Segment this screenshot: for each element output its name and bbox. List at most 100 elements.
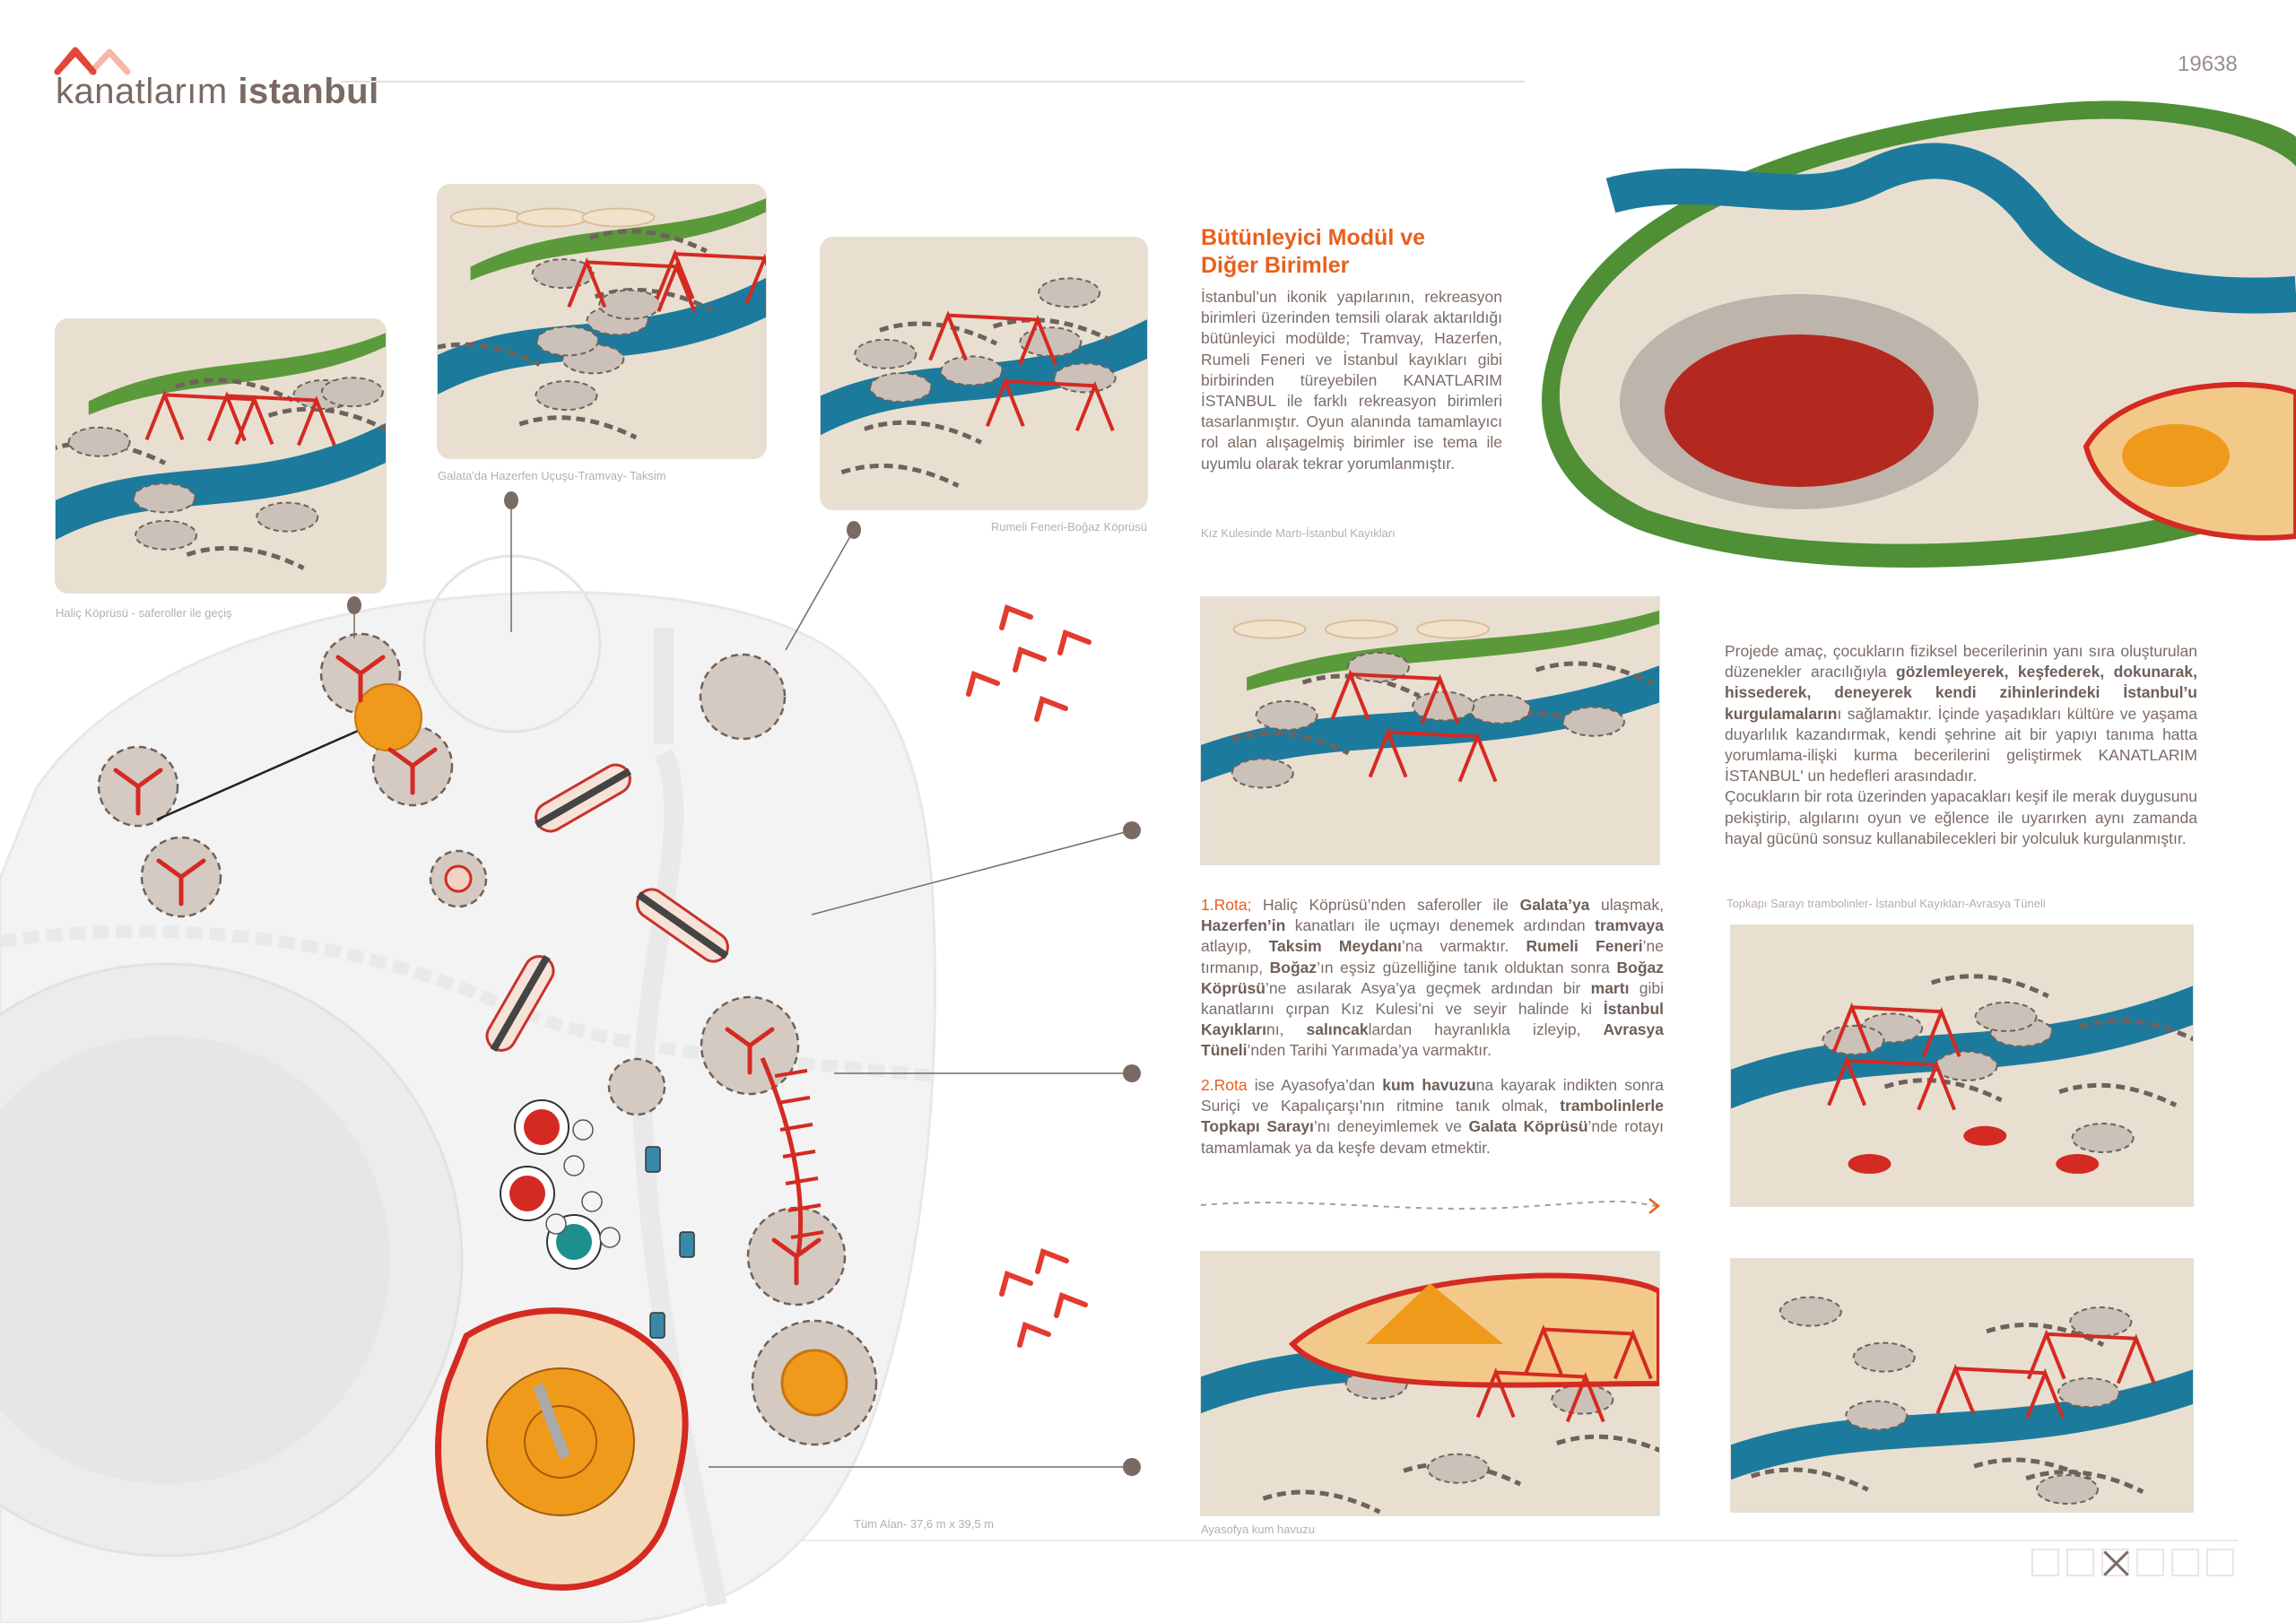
text-segment: ’na varmaktır.	[1401, 937, 1526, 956]
trampoline-ring	[514, 1099, 570, 1155]
play-unit-circle	[700, 995, 800, 1096]
sheet-box-4	[2136, 1549, 2164, 1576]
swing-leg	[156, 858, 184, 880]
emphasis-text: Rumeli Feneri	[1526, 937, 1643, 956]
kayik-boat	[636, 888, 729, 963]
sheet-box-6	[2206, 1549, 2234, 1576]
emphasis-text: Galata’ya	[1519, 896, 1590, 914]
emphasis-text: İstanbul Kayıkları	[1201, 1000, 1664, 1039]
leader-lines	[347, 491, 1141, 1476]
caption-area: Tüm Alan- 37,6 m x 39,5 m	[854, 1517, 995, 1531]
trampoline-ring	[546, 1214, 602, 1270]
shade-sail	[1416, 619, 1491, 639]
leader-dot-kiz-kulesi	[1123, 821, 1141, 839]
play-pad	[320, 377, 384, 408]
path-dashed	[1535, 661, 1654, 686]
text-segment: kanatları ile uçmayı denemek ardından	[1285, 916, 1596, 935]
path-dashed	[1231, 731, 1350, 756]
shade-sail	[1232, 619, 1307, 639]
plan-ground	[0, 554, 936, 1623]
text-segment: ise Ayasofya’dan	[1247, 1076, 1383, 1094]
swing-beam	[1495, 1370, 1586, 1379]
swing-frame-icon	[928, 310, 1057, 366]
swing-beam	[947, 313, 1039, 322]
trampoline-small	[572, 1119, 594, 1141]
logo-word-light: kanatlarım	[56, 72, 228, 111]
swing-leg	[747, 1027, 775, 1048]
swing-leg	[207, 391, 247, 442]
logo-word-bold: istanbul	[238, 72, 379, 111]
swing-beam	[587, 260, 677, 269]
emphasis-text: Boğaz Köprüsü	[1201, 958, 1664, 997]
play-pad	[854, 338, 918, 369]
path-dashed	[267, 406, 386, 431]
tramway-rung	[777, 1096, 811, 1105]
path-dashed	[1403, 1462, 1522, 1487]
path-dashed	[992, 317, 1111, 343]
swing-leg	[1368, 727, 1408, 778]
logo-wings-icon	[54, 47, 131, 75]
sheet-number: 19638	[2178, 52, 2238, 76]
play-pad	[2071, 1123, 2135, 1154]
swing-leg	[1018, 315, 1057, 366]
route1-paragraph: 1.Rota; Haliç Köprüsü’nden saferoller il…	[1201, 895, 1664, 1062]
play-unit-circle	[746, 1206, 847, 1306]
swing-beam	[674, 252, 765, 261]
play-pad	[531, 258, 595, 290]
emphasis-text: Galata Köprüsü	[1468, 1117, 1588, 1136]
text-segment: ulaşmak,	[1589, 896, 1664, 914]
play-pad	[535, 325, 599, 357]
sandbox	[435, 1307, 689, 1591]
swing-frame-icon	[387, 747, 438, 795]
tramway-rung	[782, 1150, 816, 1159]
section-title-line1: Bütünleyici Modül ve	[1201, 225, 1426, 250]
seagull-icon	[1054, 1292, 1088, 1318]
path-dashed	[1883, 1078, 2003, 1103]
shade-sail	[449, 207, 524, 228]
emphasis-text: Boğaz	[1269, 958, 1318, 976]
play-unit-circle	[699, 653, 787, 741]
play-pad	[598, 289, 662, 320]
swing-leg	[387, 747, 415, 768]
header-rule	[341, 81, 1525, 82]
sheet-box-1	[2031, 1549, 2059, 1576]
play-unit-circle	[751, 1319, 878, 1446]
swing-leg	[178, 858, 206, 880]
grass-strip	[88, 333, 386, 415]
route-arrow-icon	[1200, 1198, 1661, 1214]
render-rumeli-scene	[821, 238, 1147, 509]
swing-frame-icon	[335, 655, 386, 703]
caption-rumeli: Rumeli Feneri-Boğaz Köprüsü	[990, 520, 1147, 534]
play-pad	[1935, 1050, 1998, 1081]
river	[1605, 143, 2296, 314]
text-segment: ’nde rotayı tamamlamak ya da keşfe devam…	[1201, 1117, 1664, 1157]
swing-leg	[410, 747, 438, 768]
sand-mound-ring	[524, 1405, 597, 1479]
swing-beam	[1851, 1005, 1942, 1014]
sheet-box-5	[2171, 1549, 2199, 1576]
kayik-hull	[636, 888, 729, 963]
render-kiz-kulesi	[1201, 597, 1659, 864]
text-segment: ’nden Tarihi Yarımada’ya varmaktır.	[1247, 1041, 1492, 1060]
seagull-icon	[1035, 1248, 1069, 1274]
emphasis-text: tramvaya	[1595, 916, 1664, 935]
render-galata-scene	[438, 185, 766, 458]
bench	[645, 1146, 661, 1173]
play-unit-circle	[97, 745, 179, 828]
swing-frame-icon	[1330, 669, 1460, 725]
kayik-hull	[485, 955, 555, 1052]
swing-leg	[135, 768, 163, 789]
render-ayasofya	[1201, 1252, 1659, 1515]
caption-galata: Galata'da Hazerfen Uçuşu-Tramvay- Taksim	[438, 469, 666, 482]
play-pad	[1551, 1384, 1614, 1415]
emphasis-text: kum havuzu	[1382, 1076, 1476, 1094]
play-unit-circle	[140, 836, 222, 918]
text-segment: atlayıp,	[1201, 937, 1269, 956]
small-feature	[444, 864, 473, 893]
play-pad	[1053, 362, 1117, 394]
play-pad	[1852, 1341, 1916, 1373]
text-segment: gibi kanatlarını çırpan Kız Kulesi’ni ve…	[1201, 978, 1665, 1019]
sand-mound	[2122, 424, 2230, 487]
caption-ayasofya: Ayasofya kum havuzu	[1201, 1523, 1315, 1536]
